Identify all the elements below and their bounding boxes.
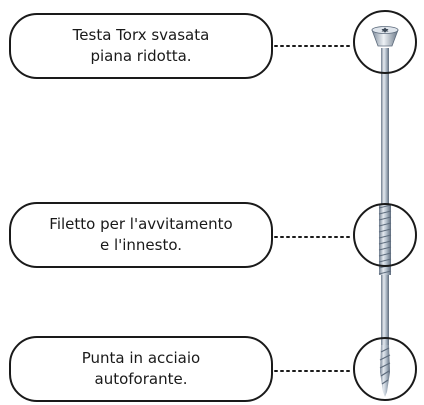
tip-callout-text: Punta in acciaio autoforante.: [76, 348, 206, 390]
torx-head-icon: [381, 27, 389, 33]
head-callout-line2: piana ridotta.: [90, 47, 192, 65]
screw-tip: [379, 345, 391, 397]
tip-callout-line2: autoforante.: [94, 370, 188, 388]
head-callout-line1: Testa Torx svasata: [72, 26, 210, 44]
screw-thread: [378, 204, 392, 275]
thread-callout-line2: e l'innesto.: [99, 236, 183, 254]
tip-detail-circle: [353, 337, 417, 401]
screw-head: [371, 26, 399, 47]
thread-detail-circle: [353, 203, 417, 267]
head-detail-circle: [353, 10, 417, 74]
head-callout: Testa Torx svasata piana ridotta.: [9, 13, 273, 79]
head-callout-text: Testa Torx svasata piana ridotta.: [67, 25, 216, 67]
screw-body: [378, 48, 392, 397]
thread-callout-text: Filetto per l'avvitamento e l'innesto.: [43, 214, 238, 256]
thread-callout-line1: Filetto per l'avvitamento: [49, 215, 233, 233]
tip-callout: Punta in acciaio autoforante.: [9, 336, 273, 402]
tip-callout-line1: Punta in acciaio: [81, 349, 201, 367]
thread-callout: Filetto per l'avvitamento e l'innesto.: [9, 202, 273, 268]
